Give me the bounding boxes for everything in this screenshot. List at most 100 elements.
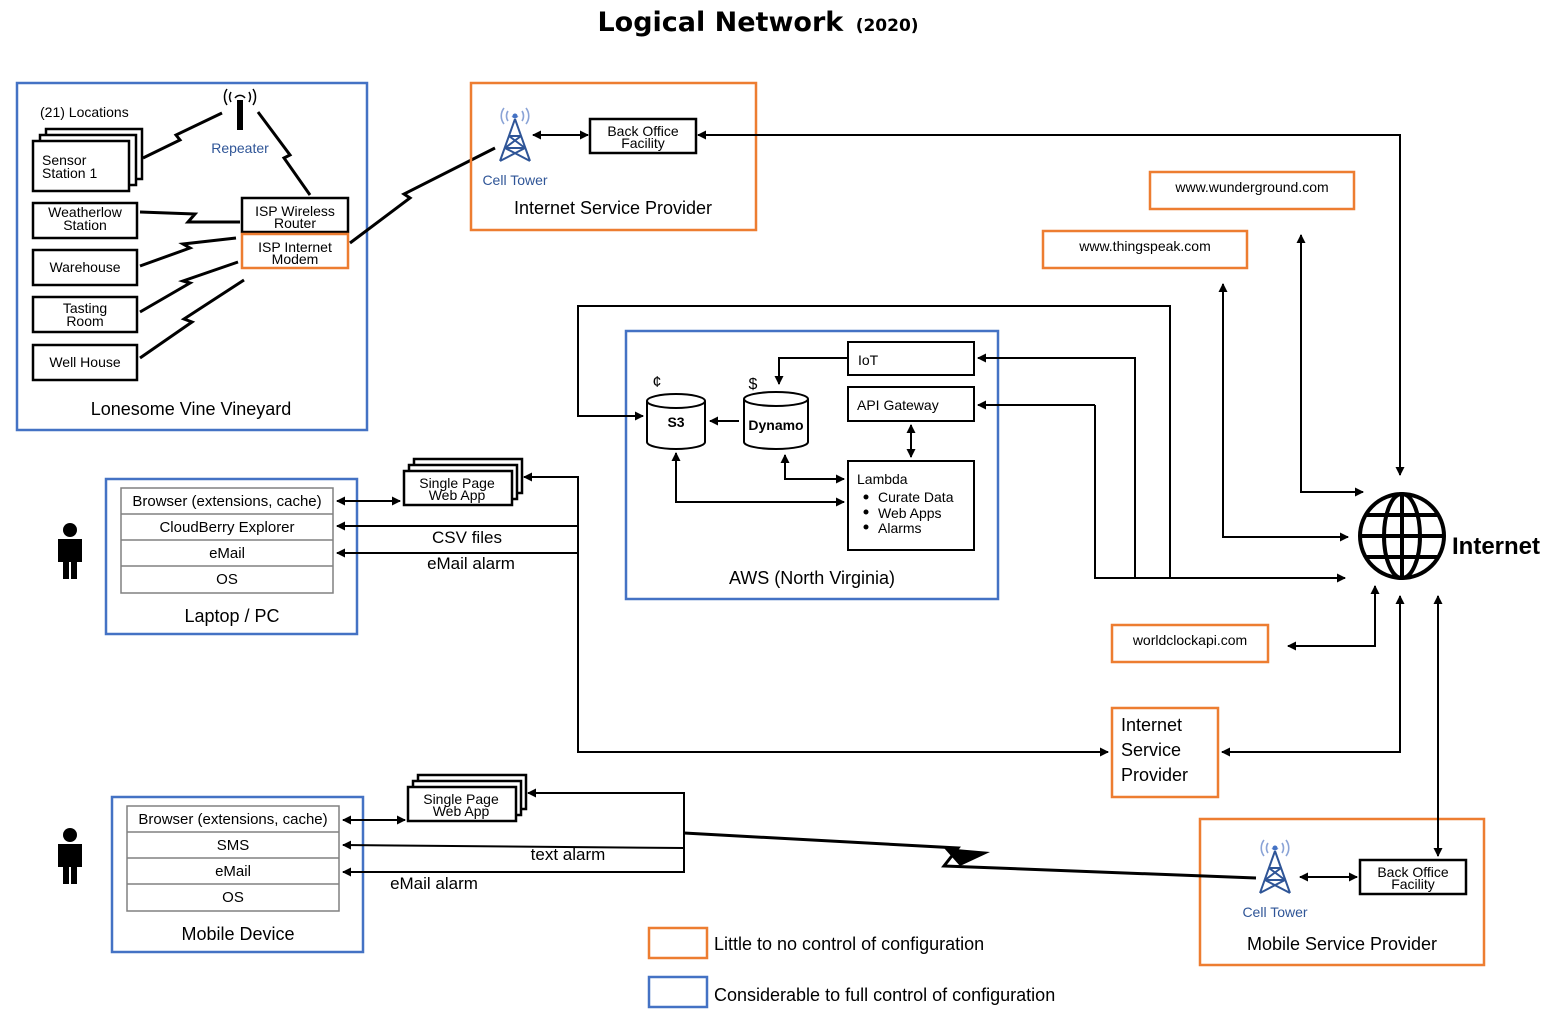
bolt-weatherflow-router [139, 210, 240, 224]
laptop-os: OS [216, 571, 238, 588]
bolt-wellhouse-router [139, 278, 245, 360]
laptop-group: Browser (extensions, cache) CloudBerry E… [58, 457, 524, 636]
mobile-email[interactable]: eMail [215, 863, 251, 880]
csv-files-label: CSV files [432, 528, 502, 547]
legend-limited-swatch [647, 926, 709, 960]
msp-boundary [1198, 817, 1486, 967]
repeater-label: Repeater [211, 140, 269, 156]
weatherflow-label-2: Station [63, 217, 107, 233]
isp-router-label-2: Router [274, 215, 316, 231]
vineyard-label: Lonesome Vine Vineyard [91, 399, 291, 419]
aws-label: AWS (North Virginia) [729, 568, 895, 588]
iot-dynamo-link [774, 357, 848, 385]
mobile-sms[interactable]: SMS [217, 837, 250, 854]
legend-limited-label: Little to no control of configuration [714, 934, 984, 954]
laptop-spa-label-1: Single Page [419, 475, 495, 491]
msp-back-office[interactable] [1358, 858, 1468, 896]
mobile-os: OS [222, 889, 244, 906]
legend: Little to no control of configuration Co… [647, 926, 1055, 1009]
lambda-bullet-2: Web Apps [878, 505, 942, 521]
mid-isp-label-2: Service [1121, 740, 1181, 760]
well-house-box[interactable] [31, 343, 139, 382]
bolt-warehouse-router [139, 236, 237, 268]
text-alarm-link [342, 840, 685, 850]
isp-modem-label-1: ISP Internet [258, 239, 332, 255]
laptop-label: Laptop / PC [184, 606, 279, 626]
laptop-isp-link [523, 472, 1109, 757]
diagram-title: Logical Network (2020) [597, 7, 918, 38]
mobile-group: Browser (extensions, cache) SMS eMail OS… [58, 773, 606, 954]
bullet-dot [863, 524, 869, 530]
dynamo-lambda-link [780, 454, 845, 484]
bolt-tasting-router [139, 260, 239, 314]
dynamo-cost-label: $ [749, 376, 758, 393]
s3-bucket-icon[interactable] [646, 393, 706, 450]
wunderground-internet-link [1296, 234, 1364, 497]
vineyard-group: (21) Locations Sensor Station 1 Weatherl… [15, 81, 496, 432]
legend-full-swatch [647, 975, 709, 1009]
msp-cell-tower-label: Cell Tower [1242, 904, 1307, 920]
top-back-office[interactable] [588, 117, 698, 155]
mobile-label: Mobile Device [181, 924, 294, 944]
tasting-room-label-1: Tasting [63, 300, 107, 316]
mid-isp-label-3: Provider [1121, 765, 1188, 785]
isp-modem-label-2: Modem [272, 251, 319, 267]
mobile-bracket-link [342, 788, 685, 877]
mobile-email-alarm-label: eMail alarm [390, 874, 478, 893]
weatherflow-label-1: Weatherlow [48, 204, 123, 220]
person-icon [58, 523, 82, 579]
worldclock-label: worldclockapi.com [1132, 632, 1247, 648]
bolt-mobile-msp-fill [944, 848, 990, 866]
laptop-single-page-app[interactable] [402, 469, 514, 507]
top-back-office-label-1: Back Office [607, 123, 679, 139]
mid-isp-box[interactable] [1110, 706, 1220, 799]
internet-label: Internet [1452, 533, 1540, 560]
warehouse-box[interactable] [31, 248, 139, 287]
locations-count: (21) Locations [40, 104, 129, 120]
lambda-bullet-1: Curate Data [878, 489, 954, 505]
person-icon [58, 828, 82, 884]
thingspeak-label: www.thingspeak.com [1078, 238, 1211, 254]
msp-back-office-label-1: Back Office [1377, 864, 1449, 880]
top-back-office-label-2: Facility [621, 135, 665, 151]
tasting-room-box[interactable] [31, 295, 139, 334]
mobile-spa-label-2: Web App [433, 803, 490, 819]
api-gateway-label: API Gateway [857, 397, 939, 413]
mobile-browser[interactable]: Browser (extensions, cache) [138, 811, 327, 828]
aws-group: IoT API Gateway S3 ¢ Dynamo $ Lambda Cur… [624, 329, 1000, 601]
vineyard-boundary [15, 81, 369, 432]
backoffice-internet-link [697, 130, 1405, 476]
s3-upload-link [577, 305, 1171, 578]
globe-icon[interactable] [1358, 492, 1446, 580]
bullet-dot [863, 509, 869, 515]
wireless-links [139, 111, 496, 360]
warehouse-label: Warehouse [49, 259, 120, 275]
sensor-station[interactable] [31, 139, 131, 193]
laptop-boundary [104, 477, 359, 636]
cell-tower-icon [499, 107, 531, 162]
iot-link [977, 353, 1136, 578]
bolt-sensor-repeater [142, 111, 223, 160]
cell-tower-icon [1259, 839, 1291, 894]
isp-wireless-router[interactable] [240, 196, 350, 234]
legend-full-label: Considerable to full control of configur… [714, 985, 1055, 1005]
isp-internet-modem[interactable] [240, 232, 350, 270]
sensor-station-label-2: Station 1 [42, 165, 97, 181]
lambda-bullet-3: Alarms [878, 520, 922, 536]
worldclock-internet-link [1287, 585, 1380, 651]
mid-isp-label-1: Internet [1121, 715, 1182, 735]
s3-cost-label: ¢ [653, 374, 662, 391]
well-house-label: Well House [49, 354, 121, 370]
laptop-browser[interactable]: Browser (extensions, cache) [132, 493, 321, 510]
text-alarm-label: text alarm [531, 845, 606, 864]
weatherflow-station[interactable] [31, 201, 139, 240]
bolt-mobile-msp [683, 831, 1257, 880]
wunderground-label: www.wunderground.com [1174, 179, 1328, 195]
top-cell-tower-label: Cell Tower [482, 172, 547, 188]
s3-label: S3 [667, 414, 684, 430]
laptop-cloudberry[interactable]: CloudBerry Explorer [159, 519, 294, 536]
sensor-station-label-1: Sensor [42, 152, 87, 168]
laptop-email[interactable]: eMail [209, 545, 245, 562]
bolt-modem-tower [349, 146, 496, 245]
